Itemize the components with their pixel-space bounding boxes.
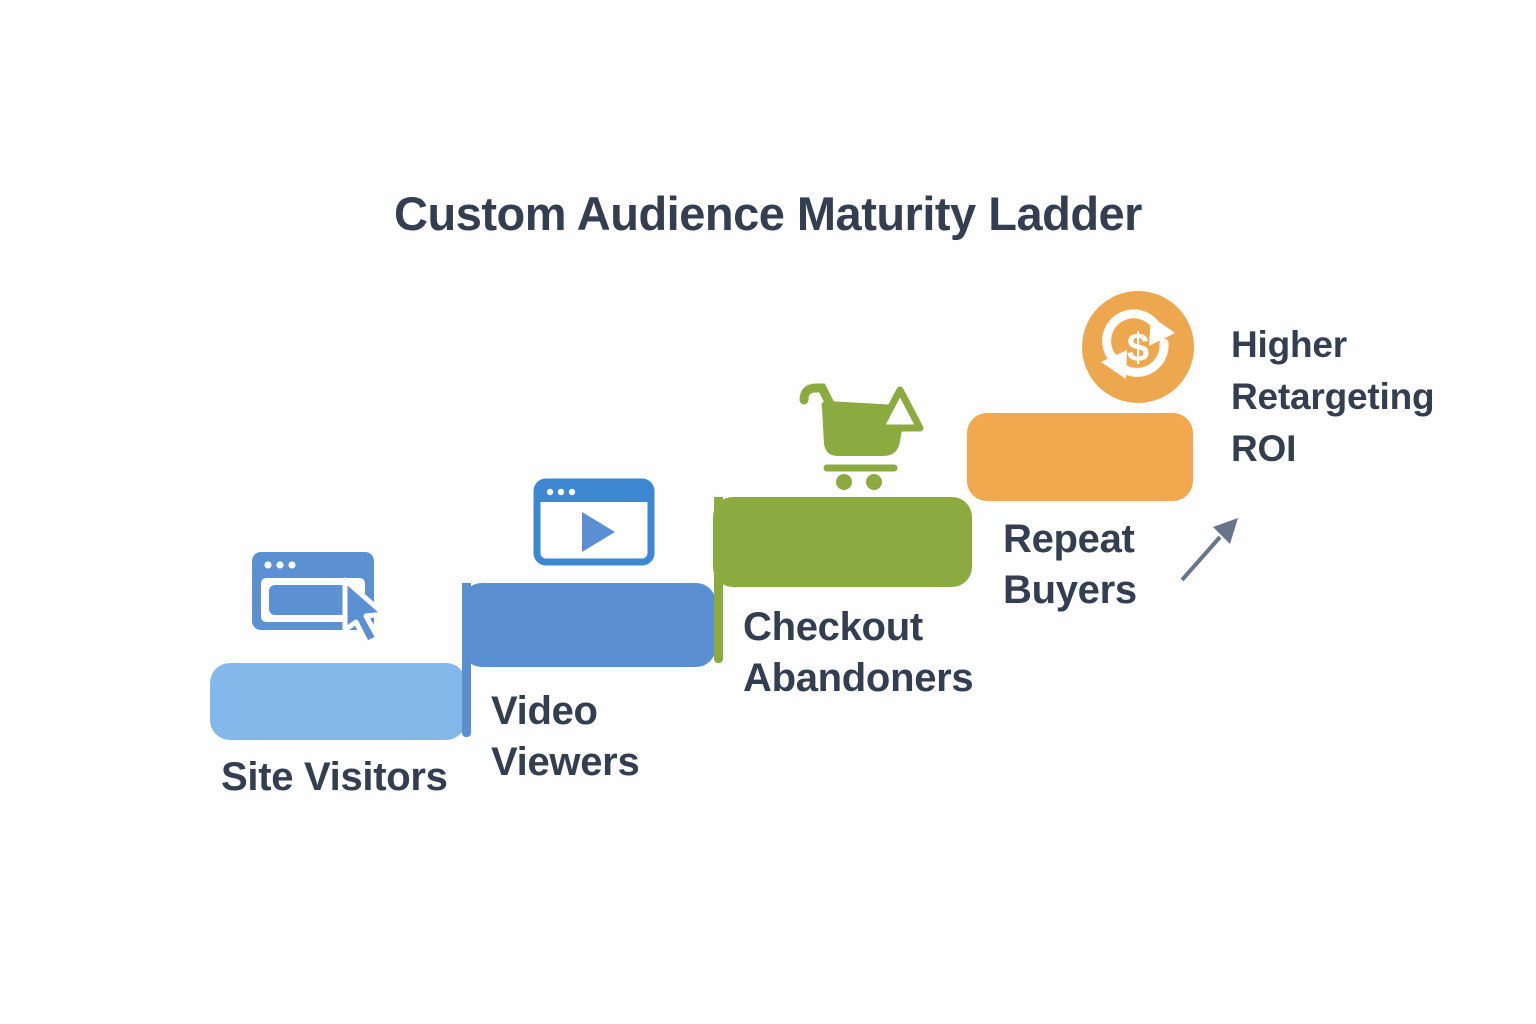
shopping-cart-icon (799, 383, 924, 490)
step-repeat-buyers (967, 413, 1193, 501)
trend-arrow-shaft (1180, 535, 1222, 582)
roi-circle (1082, 291, 1194, 403)
cart-wheel (866, 474, 882, 490)
higher-retargeting-roi-label: Higher Retargeting ROI (1231, 324, 1435, 469)
checkout-abandoners-label: Checkout Abandoners (743, 605, 974, 700)
video-dot (546, 488, 554, 496)
step-video-viewers (462, 583, 716, 667)
trend-arrowhead (1213, 518, 1238, 544)
browser-dot (288, 561, 296, 569)
browser-dot (276, 561, 284, 569)
browser-click-icon (252, 552, 387, 646)
cursor-pointer-icon (342, 577, 387, 646)
cycle-arc-bottom (1119, 338, 1169, 377)
repeat-buyers-label: Repeat Buyers (1003, 517, 1137, 612)
dollar-cycle-icon: $ (1082, 291, 1194, 403)
step-checkout-abandoners (713, 497, 972, 587)
abandon-triangle (876, 386, 924, 432)
browser-inner-pane (269, 585, 357, 615)
site-visitors-label: Site Visitors (221, 755, 448, 799)
video-dot (557, 488, 565, 496)
video-titlebar (537, 482, 651, 502)
dollar-sign: $ (1127, 326, 1149, 370)
step-site-visitors (210, 663, 466, 740)
play-button-icon (582, 512, 615, 552)
cycle-arrowhead-top (1149, 316, 1175, 346)
video-dot (568, 488, 576, 496)
diagram-title: Custom Audience Maturity Ladder (394, 187, 1142, 240)
cycle-arrowhead-bottom (1101, 350, 1127, 379)
video-viewers-label: Video Viewers (491, 689, 640, 784)
upward-trend-arrow-icon (1180, 518, 1238, 582)
cart-handle (799, 383, 840, 419)
browser-dot (264, 561, 272, 569)
video-player-icon (533, 478, 655, 566)
cart-wheel (836, 474, 852, 490)
